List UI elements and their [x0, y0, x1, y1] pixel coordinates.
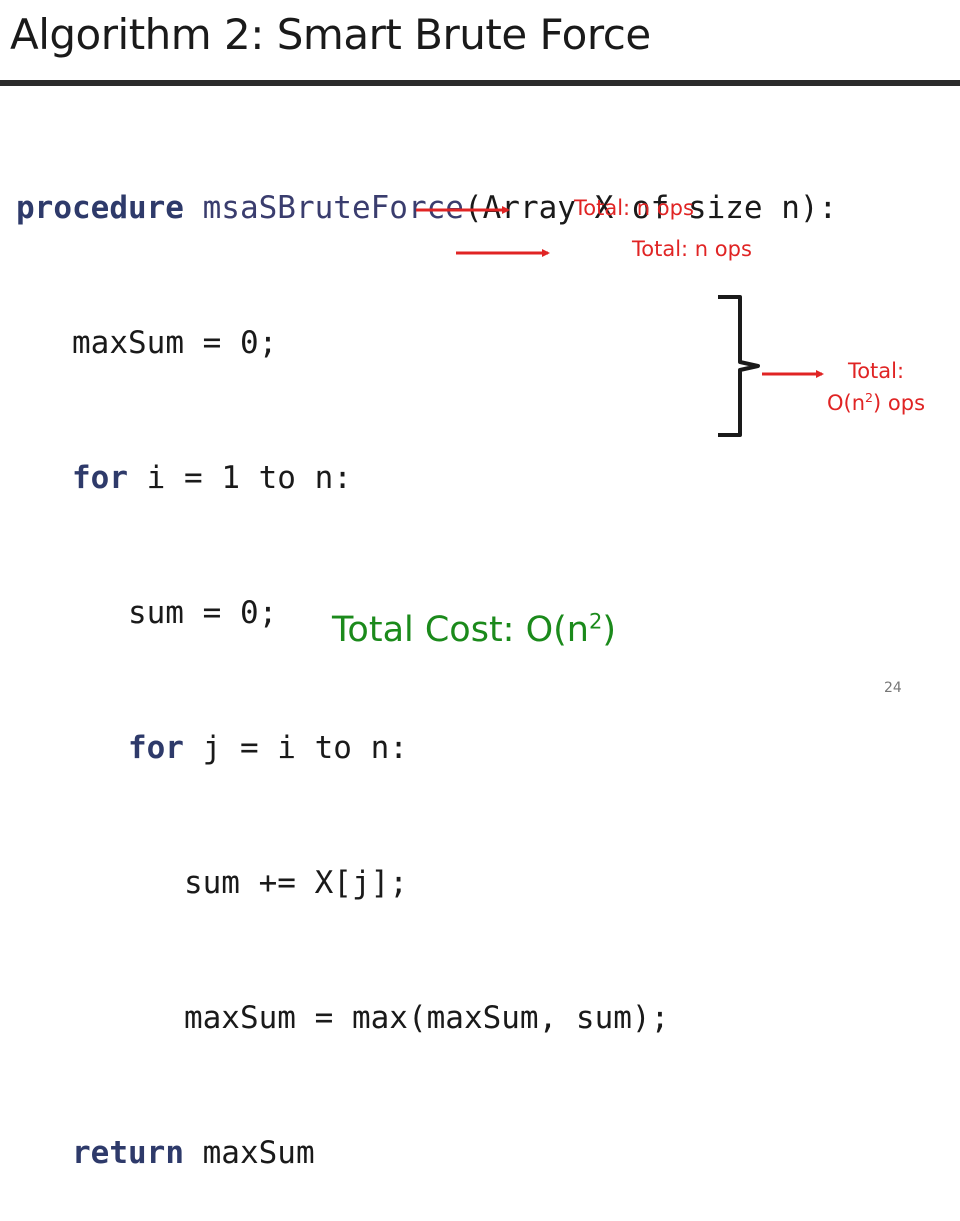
code-text: maxSum = max(maxSum, sum);	[183, 1000, 670, 1036]
indent	[16, 1135, 72, 1171]
code-line-7: maxSum = max(maxSum, sum);	[16, 996, 837, 1041]
annotation-sum-init: Total: n ops	[632, 237, 752, 261]
code-text: i = 1 to n:	[128, 460, 352, 496]
code-text: sum += X[j];	[183, 865, 408, 901]
title-divider	[0, 80, 960, 86]
annotation-arrows	[416, 206, 824, 437]
total-cost-prefix: Total Cost: O(n	[332, 610, 589, 650]
keyword-procedure: procedure	[16, 190, 184, 226]
total-cost: Total Cost: O(n2)	[332, 610, 616, 650]
total-cost-suffix: )	[602, 610, 617, 650]
keyword-return: return	[72, 1135, 184, 1171]
keyword-for: for	[127, 730, 184, 766]
annotation-inner-loop-exponent: 2	[865, 390, 874, 405]
annotation-inner-loop-line1: Total:	[847, 359, 905, 383]
code-line-3: for i = 1 to n:	[16, 456, 837, 501]
slide-title: Algorithm 2: Smart Brute Force	[10, 10, 651, 59]
annotation-inner-loop-line2: O(n2) ops	[812, 391, 940, 415]
curly-brace	[718, 295, 760, 437]
code-line-1: procedure msaSBruteForce(Array X of size…	[16, 186, 837, 231]
indent	[16, 865, 184, 901]
code-line-6: sum += X[j];	[16, 861, 837, 906]
signature-params: (Array X of size n):	[463, 190, 838, 226]
code-text: sum = 0;	[127, 595, 278, 631]
annotation-inner-loop-suffix: ) ops	[873, 391, 926, 415]
code-line-4: sum = 0;	[16, 591, 837, 636]
indent	[16, 730, 128, 766]
indent	[16, 1000, 184, 1036]
annotation-outer-loop: Total: n ops	[574, 196, 694, 220]
function-name: msaSBruteForce	[183, 190, 464, 226]
code-line-5: for j = i to n:	[16, 726, 837, 771]
page-number: 24	[884, 680, 902, 696]
code-text: maxSum = 0;	[72, 325, 278, 361]
total-cost-exponent: 2	[588, 609, 603, 634]
annotation-inner-loop-prefix: O(n	[826, 391, 866, 415]
code-text: j = i to n:	[183, 730, 408, 766]
keyword-for: for	[72, 460, 128, 496]
code-line-8: return maxSum	[16, 1131, 837, 1176]
code-line-2: maxSum = 0;	[16, 321, 837, 366]
code-text: maxSum	[183, 1135, 315, 1171]
annotation-inner-loop: Total: O(n2) ops	[812, 359, 940, 415]
